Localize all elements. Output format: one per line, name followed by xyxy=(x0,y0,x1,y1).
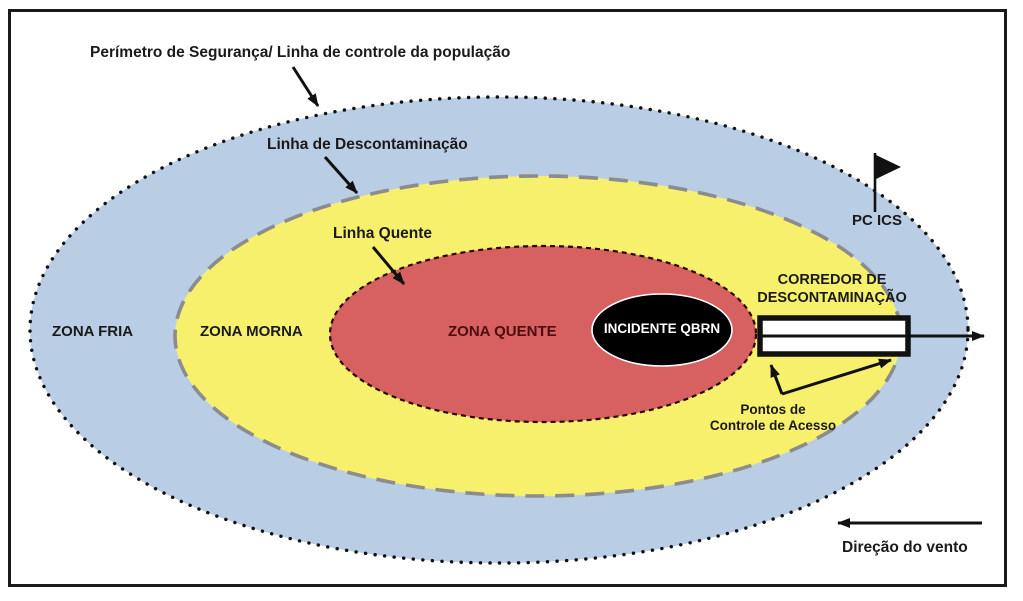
pc-ics-label: PC ICS xyxy=(851,212,903,229)
access-point-arrow-right xyxy=(781,358,892,396)
incident-ellipse xyxy=(591,293,733,367)
decon-line-label: Linha de Descontaminação xyxy=(267,136,468,153)
access-points-label-line2: Controle de Acesso xyxy=(709,417,837,433)
access-point-arrow-left xyxy=(769,364,784,395)
incident-label: INCIDENTE QBRN xyxy=(603,321,721,336)
hot-line-label: Linha Quente xyxy=(333,225,433,242)
hot-zone-label: ZONA QUENTE xyxy=(448,323,557,340)
decon-line-arrow xyxy=(323,156,359,194)
perimeter-arrow xyxy=(291,66,320,107)
access-points-label: Pontos de Controle de Acesso xyxy=(710,402,836,433)
hot-zone-ellipse xyxy=(328,244,758,424)
perimeter-label: Perímetro de Segurança/ Linha de control… xyxy=(90,44,511,61)
diagram-frame xyxy=(8,9,1007,587)
wind-direction-label: Direção do vento xyxy=(842,539,968,556)
flag-icon xyxy=(873,153,901,212)
cold-zone-label: ZONA FRIA xyxy=(52,323,134,340)
corridor-label-line2: DESCONTAMINAÇÃO xyxy=(757,289,907,306)
access-points-label-line1: Pontos de xyxy=(740,402,806,417)
warm-zone-label: ZONA MORNA xyxy=(200,323,303,340)
corridor-label-line1: CORREDOR DE xyxy=(777,272,887,288)
corridor-label: CORREDOR DE DESCONTAMINAÇÃO xyxy=(757,272,907,307)
hot-line-arrow xyxy=(371,246,406,285)
